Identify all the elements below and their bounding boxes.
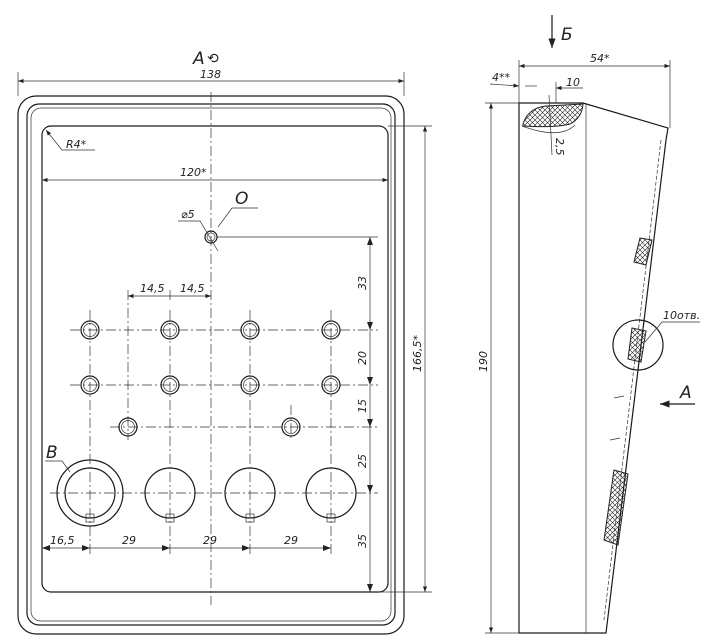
rotation-icon: ⟲ — [207, 51, 219, 67]
side-dim-height: 190 — [477, 351, 490, 372]
dim-inner-width-label: 120* — [180, 166, 207, 179]
button-holes — [80, 320, 341, 437]
holes-note: 10отв. — [663, 309, 700, 322]
inner-panel — [41, 125, 389, 593]
detail-circle — [612, 319, 664, 371]
clip-upper — [633, 237, 653, 266]
point-label-o: O — [235, 189, 248, 209]
flange-contour — [26, 103, 396, 626]
dim-h-2: 29 — [122, 534, 136, 547]
dim-v-2: 20 — [356, 351, 369, 365]
dim-hole-dia-label: ⌀5 — [181, 208, 195, 221]
side-dim-lip: 10 — [566, 76, 580, 89]
side-view: 190 Б 54* 4** 10 2,5 10отв. А — [477, 15, 700, 634]
dim-v-1: 33 — [356, 276, 369, 290]
side-dim-depth: 54* — [590, 52, 610, 65]
front-view: 138 А ⟲ R4* 120* ⌀5 O — [17, 49, 432, 635]
side-dim-wall: 4** — [492, 71, 510, 84]
clip-lower — [603, 469, 629, 546]
view-label-a: А — [192, 49, 205, 69]
dim-pitch-1: 14,5 — [140, 282, 165, 295]
side-dim-gap: 2,5 — [553, 138, 566, 156]
dim-v-4: 25 — [356, 454, 369, 468]
dim-pitch-2: 14,5 — [180, 282, 205, 295]
view-arrow-label-a: А — [679, 383, 692, 403]
dim-width-label: 138 — [200, 68, 221, 81]
dim-v-3: 15 — [356, 399, 369, 413]
dim-v-5: 35 — [356, 534, 369, 548]
dim-h-3: 29 — [203, 534, 217, 547]
dim-h-1: 16,5 — [50, 534, 75, 547]
side-body-contour — [518, 102, 669, 634]
detail-label-b: В — [46, 443, 58, 463]
view-arrow-label-b: Б — [561, 25, 573, 45]
dim-height-label: 166,5* — [411, 335, 424, 372]
dim-h-4: 29 — [284, 534, 298, 547]
dim-radius-label: R4* — [66, 138, 87, 151]
